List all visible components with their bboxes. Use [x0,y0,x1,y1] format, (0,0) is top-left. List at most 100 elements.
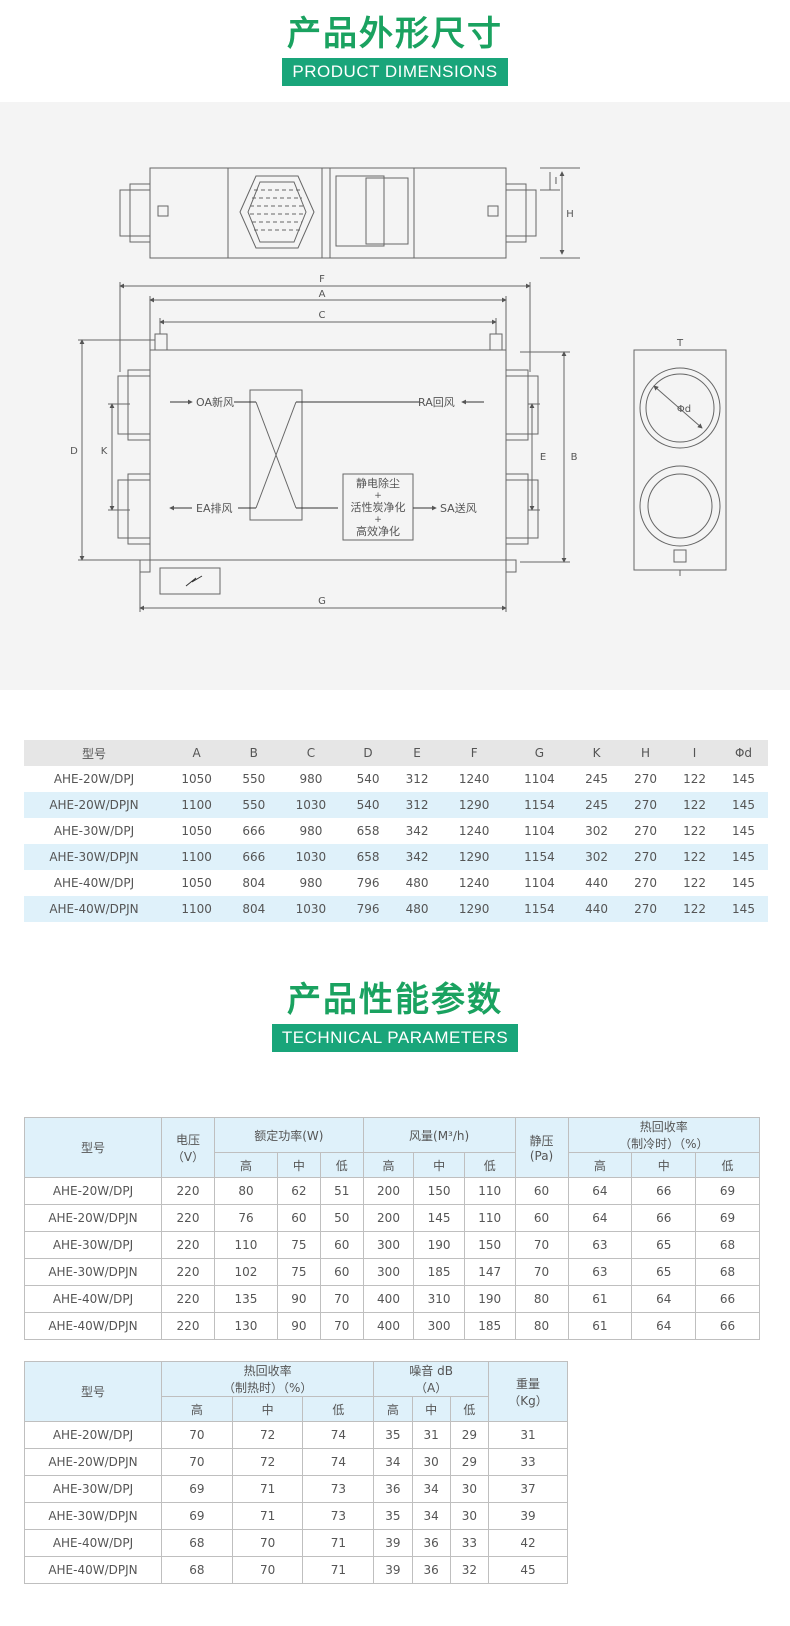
col-header: A [164,740,230,766]
dim-label-k: K [101,446,108,457]
header-heat-recovery-heating: 热回收率（制热时）（%） [160,1361,375,1397]
table-cell: AHE-30W/DPJN [24,844,164,870]
table-cell: 70 [231,1556,304,1584]
table-cell: 980 [299,876,323,890]
table-cell: 220 [161,1312,215,1340]
table-cell: 550 [242,772,266,786]
table-cell: 68 [161,1556,233,1584]
table-cell: 1104 [524,824,555,838]
table-cell: 36 [411,1529,451,1557]
table-cell: 64 [631,1312,697,1340]
table-cell: 50 [319,1204,364,1232]
header-noise-line1: 噪音 dB [409,1364,453,1378]
table-cell: 66 [631,1204,697,1232]
section-title-cn: 产品性能参数 [287,980,503,1020]
table-cell: 34 [373,1448,413,1476]
header-voltage: 电压（V） [161,1117,215,1178]
table-cell: 1100 [164,896,230,922]
header-heat-line1: 热回收率 [243,1364,292,1378]
table-cell: AHE-30W/DPJ [24,1475,162,1503]
table-cell: 270 [621,896,671,922]
table-cell: 302 [572,844,622,870]
col-header: I [670,740,719,766]
table-cell: 1050 [181,876,212,890]
table-cell: 65 [631,1258,697,1286]
table-cell: 64 [631,1285,697,1313]
table-cell: 110 [463,1204,516,1232]
table-cell: 102 [214,1258,278,1286]
table-cell: 658 [343,844,393,870]
section-dimensions-header: 产品外形尺寸 PRODUCT DIMENSIONS [0,14,790,86]
table-cell: 73 [302,1475,375,1503]
table-cell: 62 [276,1177,321,1205]
table-cell: 73 [302,1502,375,1530]
table-cell: AHE-20W/DPJ [24,1177,162,1205]
table-cell: 145 [719,896,768,922]
dim-label-e: E [540,452,546,463]
col-header: 型号 [24,740,164,766]
table-cell: 300 [413,1312,465,1340]
table-cell: AHE-20W/DPJ [24,1421,162,1449]
table-cell: 185 [463,1312,516,1340]
table-cell: 190 [463,1285,516,1313]
table-cell: AHE-40W/DPJN [24,896,164,922]
table-cell: 70 [514,1231,569,1259]
header-heat-line1: 热回收率 [639,1120,688,1134]
table-cell: 69 [161,1502,233,1530]
table-cell: 666 [242,824,266,838]
label-ea: EA排风 [196,501,232,515]
sub-header: 高 [373,1396,413,1422]
table-cell: 185 [413,1258,465,1286]
table-cell: 71 [302,1529,375,1557]
table-cell: 69 [695,1204,760,1232]
table-cell: 122 [683,772,706,786]
dim-label-d: D [70,446,78,457]
table-cell: 72 [231,1448,304,1476]
col-header: K [572,740,622,766]
table-cell: 66 [695,1285,760,1313]
table-cell: 245 [572,792,622,818]
table-cell: 145 [732,824,755,838]
table-cell: 440 [572,896,622,922]
table-cell: 1290 [441,792,507,818]
table-cell: 1030 [278,792,344,818]
table-cell: AHE-40W/DPJN [24,1556,162,1584]
table-cell: AHE-30W/DPJN [24,1502,162,1530]
table-cell: 666 [229,844,279,870]
table-cell: AHE-20W/DPJ [53,772,135,786]
table-cell: 980 [299,824,323,838]
table-cell: AHE-40W/DPJ [24,1285,162,1313]
header-noise-line2: （A） [415,1381,448,1395]
table-cell: 69 [161,1475,233,1503]
table-cell: 122 [670,896,719,922]
dim-label-g: G [318,596,326,607]
table-cell: 60 [319,1258,364,1286]
filter-line-5: 高效净化 [356,524,400,538]
table-cell: 68 [161,1529,233,1557]
table-cell: 69 [695,1177,760,1205]
table-cell: 80 [514,1312,569,1340]
table-cell: 302 [585,824,609,838]
table-cell: 480 [405,876,429,890]
header-pressure-line1: 静压 [529,1134,554,1148]
table-cell: 75 [276,1258,321,1286]
sub-header: 中 [411,1396,451,1422]
table-cell: 440 [585,876,609,890]
table-cell: 145 [719,792,768,818]
table-cell: 540 [356,772,380,786]
dim-label-b: B [571,452,578,463]
filter-line-4: + [374,515,382,525]
dim-label-f: F [319,274,325,285]
col-header: H [621,740,671,766]
table-cell: 1154 [506,844,573,870]
table-cell: 35 [373,1502,413,1530]
header-pressure-line2: (Pa) [529,1149,554,1163]
dim-label-a: A [319,289,326,300]
table-cell: 1050 [181,824,212,838]
